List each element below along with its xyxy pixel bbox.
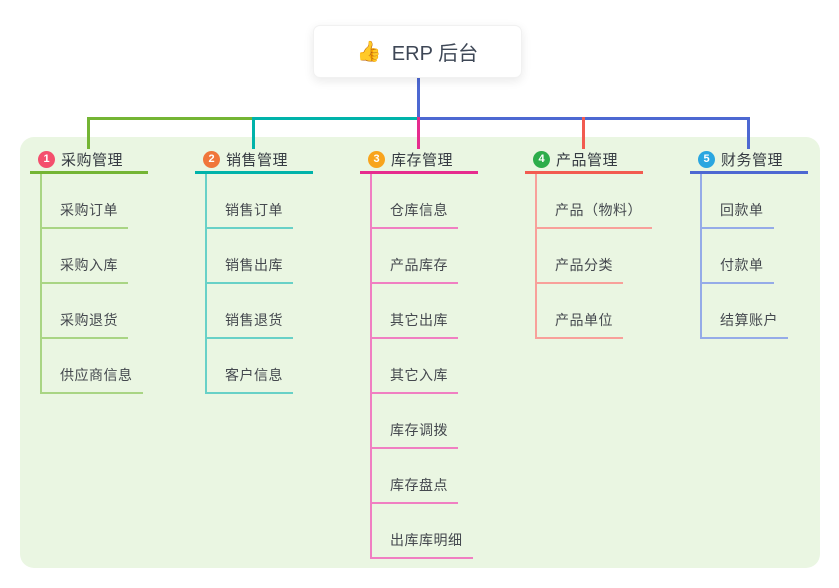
node-label: 产品库存 [372, 255, 458, 284]
branch-number-badge: 3 [368, 151, 385, 168]
mindmap-node[interactable]: 销售订单 [207, 174, 313, 229]
node-label: 销售出库 [207, 255, 293, 284]
mindmap-node[interactable]: 采购订单 [42, 174, 148, 229]
mindmap-node[interactable]: 客户信息 [207, 339, 313, 394]
connector-horizontal-green [88, 117, 254, 120]
mindmap-node[interactable]: 供应商信息 [42, 339, 148, 394]
branch-number-badge: 1 [38, 151, 55, 168]
mindmap-node[interactable]: 其它出库 [372, 284, 478, 339]
branch-sales: 2 销售管理 销售订单 销售出库 销售退货 客户信息 [195, 148, 313, 394]
node-label: 结算账户 [702, 310, 788, 339]
mindmap-node[interactable]: 仓库信息 [372, 174, 478, 229]
branch-heading-node[interactable]: 1 采购管理 [30, 148, 148, 174]
node-label: 产品单位 [537, 310, 623, 339]
node-label: 出库库明细 [372, 530, 473, 559]
branch-number-badge: 4 [533, 151, 550, 168]
node-label: 回款单 [702, 200, 774, 229]
branch-title: 库存管理 [391, 152, 454, 169]
mindmap-node[interactable]: 销售出库 [207, 229, 313, 284]
branches-panel [20, 137, 820, 568]
mindmap-node[interactable]: 回款单 [702, 174, 808, 229]
node-label: 采购退货 [42, 310, 128, 339]
mindmap-node[interactable]: 库存盘点 [372, 449, 478, 504]
node-label: 产品分类 [537, 255, 623, 284]
mindmap-node[interactable]: 产品库存 [372, 229, 478, 284]
branch-product: 4 产品管理 产品（物料） 产品分类 产品单位 [525, 148, 652, 339]
node-label: 产品（物料） [537, 200, 652, 229]
branch-number-badge: 2 [203, 151, 220, 168]
root-node[interactable]: 👍 ERP 后台 [313, 25, 522, 78]
branch-finance: 5 财务管理 回款单 付款单 结算账户 [690, 148, 808, 339]
node-label: 库存盘点 [372, 475, 458, 504]
node-label: 客户信息 [207, 365, 293, 394]
node-label: 库存调拨 [372, 420, 458, 449]
connector-drop-branch-3 [417, 117, 420, 149]
node-label: 供应商信息 [42, 365, 143, 394]
branch-purchase: 1 采购管理 采购订单 采购入库 采购退货 供应商信息 [30, 148, 148, 394]
mindmap-node[interactable]: 销售退货 [207, 284, 313, 339]
branch-children: 产品（物料） 产品分类 产品单位 [535, 174, 652, 339]
mindmap-node[interactable]: 出库库明细 [372, 504, 478, 559]
branch-title: 财务管理 [721, 152, 784, 169]
branch-children: 采购订单 采购入库 采购退货 供应商信息 [40, 174, 148, 394]
connector-horizontal-teal [254, 117, 418, 120]
branch-title: 产品管理 [556, 152, 619, 169]
branch-children: 回款单 付款单 结算账户 [700, 174, 808, 339]
node-label: 其它入库 [372, 365, 458, 394]
connector-drop-branch-2 [252, 117, 255, 149]
mindmap-node[interactable]: 结算账户 [702, 284, 808, 339]
mindmap-node[interactable]: 付款单 [702, 229, 808, 284]
mindmap-node[interactable]: 采购入库 [42, 229, 148, 284]
branch-title: 采购管理 [61, 152, 124, 169]
node-label: 销售订单 [207, 200, 293, 229]
branch-heading-node[interactable]: 4 产品管理 [525, 148, 643, 174]
mindmap-node[interactable]: 采购退货 [42, 284, 148, 339]
thumbs-up-icon: 👍 [356, 40, 382, 63]
connector-drop-branch-5 [747, 117, 750, 149]
node-label: 销售退货 [207, 310, 293, 339]
mindmap-node[interactable]: 产品（物料） [537, 174, 652, 229]
node-label: 采购订单 [42, 200, 128, 229]
mindmap-node[interactable]: 其它入库 [372, 339, 478, 394]
branch-number-badge: 5 [698, 151, 715, 168]
branch-title: 销售管理 [226, 152, 289, 169]
branch-heading-node[interactable]: 3 库存管理 [360, 148, 478, 174]
node-label: 付款单 [702, 255, 774, 284]
connector-drop-branch-1 [87, 117, 90, 149]
node-label: 仓库信息 [372, 200, 458, 229]
connector-drop-branch-4 [582, 117, 585, 149]
mindmap-node[interactable]: 产品单位 [537, 284, 643, 339]
root-title: ERP 后台 [391, 43, 479, 65]
branch-children: 销售订单 销售出库 销售退货 客户信息 [205, 174, 313, 394]
mindmap-node[interactable]: 产品分类 [537, 229, 643, 284]
mindmap-node[interactable]: 库存调拨 [372, 394, 478, 449]
branch-inventory: 3 库存管理 仓库信息 产品库存 其它出库 其它入库 库存调拨 库存盘点 出库库… [360, 148, 478, 559]
branch-heading-node[interactable]: 2 销售管理 [195, 148, 313, 174]
node-label: 其它出库 [372, 310, 458, 339]
branch-children: 仓库信息 产品库存 其它出库 其它入库 库存调拨 库存盘点 出库库明细 [370, 174, 478, 559]
branch-heading-node[interactable]: 5 财务管理 [690, 148, 808, 174]
connector-root-stem [417, 78, 420, 118]
node-label: 采购入库 [42, 255, 128, 284]
